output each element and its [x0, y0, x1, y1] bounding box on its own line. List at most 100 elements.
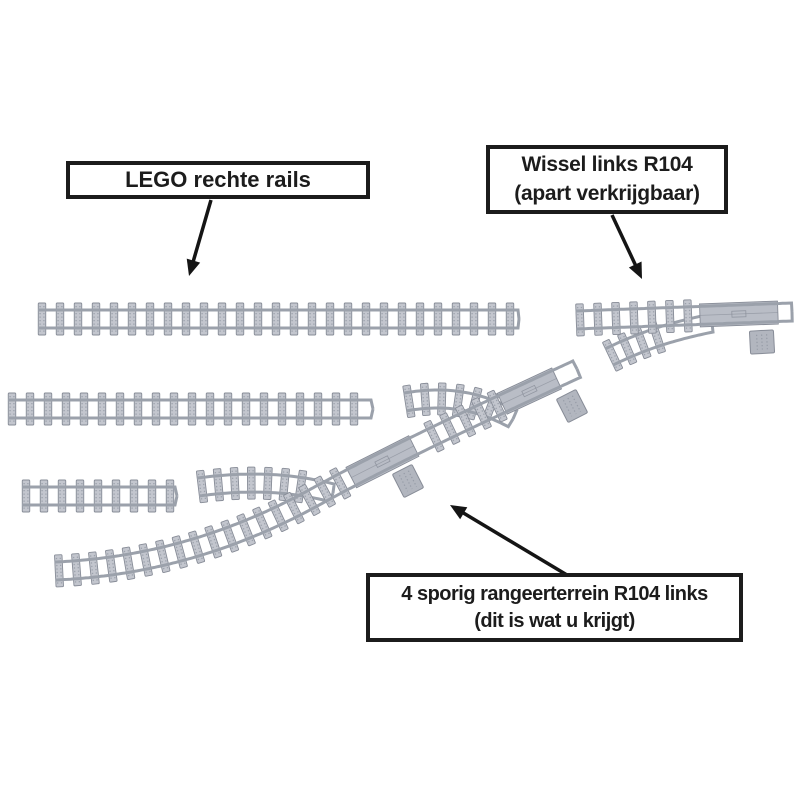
- straight-rail-medium: [7, 392, 375, 426]
- arrow-head-icon: [628, 261, 642, 279]
- sleeper: [73, 302, 83, 336]
- sleeper: [223, 392, 233, 426]
- sleeper: [313, 392, 323, 426]
- sleeper: [55, 302, 65, 336]
- sleeper: [487, 302, 497, 336]
- sleeper: [397, 302, 407, 336]
- rail-line: [575, 301, 794, 313]
- sleeper: [37, 302, 47, 336]
- sleeper: [647, 300, 657, 334]
- sleeper: [253, 302, 263, 336]
- sleeper: [187, 392, 197, 426]
- sleeper: [262, 466, 273, 500]
- sleeper: [111, 479, 121, 513]
- sleeper: [437, 382, 447, 416]
- arrow-to-straight-rails: [186, 199, 213, 276]
- sleeper: [93, 479, 103, 513]
- sleeper: [505, 302, 515, 336]
- rail-line: [22, 485, 179, 497]
- callout-straight-rails-text: LEGO rechte rails: [125, 167, 311, 193]
- sleeper: [217, 302, 227, 336]
- rail-line: [576, 311, 794, 331]
- sleeper: [88, 551, 100, 585]
- sleeper: [277, 392, 287, 426]
- sleeper: [7, 392, 17, 426]
- arrow-line: [460, 510, 568, 577]
- callout-yard-text-line2: (dit is wat u krijgt): [474, 609, 635, 632]
- sleeper: [151, 392, 161, 426]
- callout-yard-text-line1: 4 sporig rangeerterrein R104 links: [401, 582, 708, 605]
- callout-straight-rails: LEGO rechte rails: [66, 161, 370, 199]
- sleeper: [129, 479, 139, 513]
- plate-slider: [731, 310, 747, 318]
- sleeper: [91, 302, 101, 336]
- sleeper: [451, 302, 461, 336]
- arrow-to-switch: [610, 214, 642, 279]
- sleeper: [683, 299, 693, 333]
- sleeper: [593, 302, 603, 336]
- arrow-line: [610, 214, 639, 268]
- sleeper: [97, 392, 107, 426]
- callout-yard: 4 sporig rangeerterrein R104 links (dit …: [366, 573, 743, 642]
- sleeper: [133, 392, 143, 426]
- sleeper: [289, 302, 299, 336]
- sleeper: [57, 479, 67, 513]
- sleeper: [259, 392, 269, 426]
- plate-slider: [374, 455, 391, 468]
- sleeper: [379, 302, 389, 336]
- sleeper: [433, 302, 443, 336]
- yard-branch-lower: [196, 466, 336, 504]
- yard-main-curve: [54, 359, 588, 588]
- sleeper: [295, 392, 305, 426]
- straight-rail-long: [37, 302, 521, 336]
- sleeper: [115, 392, 125, 426]
- callout-switch: Wissel links R104 (apart verkrijgbaar): [486, 145, 728, 214]
- rail-line: [8, 408, 375, 420]
- sleeper: [575, 303, 585, 337]
- callout-switch-text-line2: (apart verkrijgbaar): [514, 181, 700, 205]
- sleeper: [349, 392, 359, 426]
- callout-switch-text-line1: Wissel links R104: [521, 153, 693, 177]
- sleeper: [109, 302, 119, 336]
- sleeper: [235, 302, 245, 336]
- plate-seam: [699, 312, 778, 316]
- sleeper: [25, 392, 35, 426]
- rail-line: [55, 368, 583, 582]
- sleeper: [246, 466, 256, 500]
- sleeper: [75, 479, 85, 513]
- sleeper: [145, 302, 155, 336]
- arrow-head-icon: [450, 505, 468, 520]
- plate-seam: [351, 445, 414, 478]
- sleeper: [271, 302, 281, 336]
- sleeper: [665, 299, 675, 334]
- switch-left-r104: [575, 299, 794, 372]
- sleeper: [629, 301, 639, 335]
- sleeper: [163, 302, 173, 336]
- sleeper: [165, 479, 175, 513]
- sleeper: [361, 302, 371, 336]
- arrow-line: [190, 199, 213, 264]
- sleeper: [61, 392, 71, 426]
- sleeper: [199, 302, 209, 336]
- sleeper: [331, 392, 341, 426]
- sleeper: [127, 302, 137, 336]
- straight-rail-short: [21, 479, 179, 513]
- rail-line: [38, 318, 521, 330]
- sleeper: [212, 468, 224, 502]
- rail-line: [54, 359, 579, 564]
- lever-detail: [398, 470, 418, 492]
- sleeper: [43, 392, 53, 426]
- rail-line: [38, 308, 521, 320]
- yard-ladder-4-track: [54, 359, 588, 588]
- sleeper: [469, 302, 479, 336]
- sleeper: [343, 302, 353, 336]
- arrow-head-icon: [186, 258, 201, 276]
- plate-seam: [502, 378, 557, 405]
- sleeper: [181, 302, 191, 336]
- sleeper: [241, 392, 251, 426]
- sleeper: [420, 382, 431, 417]
- sleeper: [169, 392, 179, 426]
- sleeper: [71, 553, 82, 587]
